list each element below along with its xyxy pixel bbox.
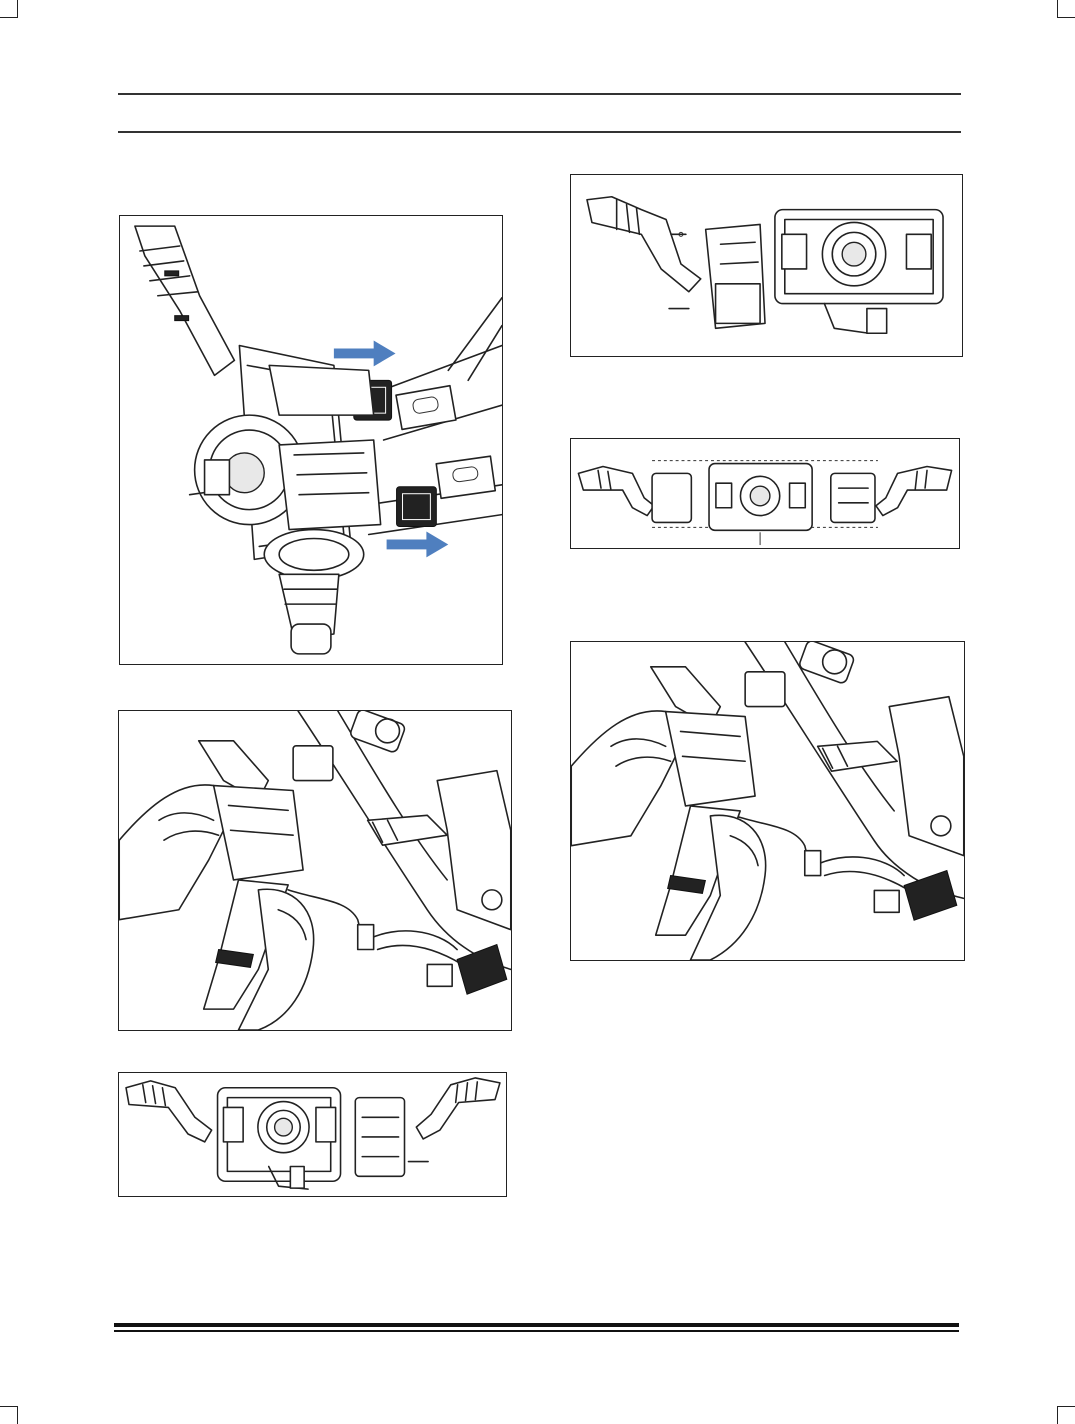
footer-rule-thick <box>114 1323 959 1327</box>
figure-switch-assembly-bottom <box>118 1072 507 1197</box>
header-rule-top <box>118 93 961 95</box>
crop-mark-top-left <box>0 0 18 18</box>
hands-removing-switch-illustration <box>119 711 511 1030</box>
combination-switch-assembly-illustration <box>125 1077 501 1190</box>
arrow-icon <box>333 340 396 367</box>
figure-hands-removing-switch-right <box>570 641 965 961</box>
combination-switch-exploded-illustration <box>577 460 953 546</box>
header-rule-bottom <box>118 131 961 133</box>
crop-mark-bottom-left <box>0 1406 18 1424</box>
figure-lever-removed-top <box>570 174 963 357</box>
figure-switch-assembly-row <box>570 438 960 549</box>
figure-combination-switch-connectors <box>119 215 503 665</box>
switch-lever-and-clock-spring-illustration <box>586 195 944 335</box>
hands-removing-switch-illustration <box>571 642 964 960</box>
steering-column-combination-switch-illustration <box>134 225 502 655</box>
footer-rule-thin <box>114 1330 959 1332</box>
crop-mark-bottom-right <box>1057 1406 1075 1424</box>
figure-hands-removing-switch-left <box>118 710 512 1031</box>
crop-mark-top-right <box>1057 0 1075 18</box>
arrow-icon <box>386 531 449 558</box>
